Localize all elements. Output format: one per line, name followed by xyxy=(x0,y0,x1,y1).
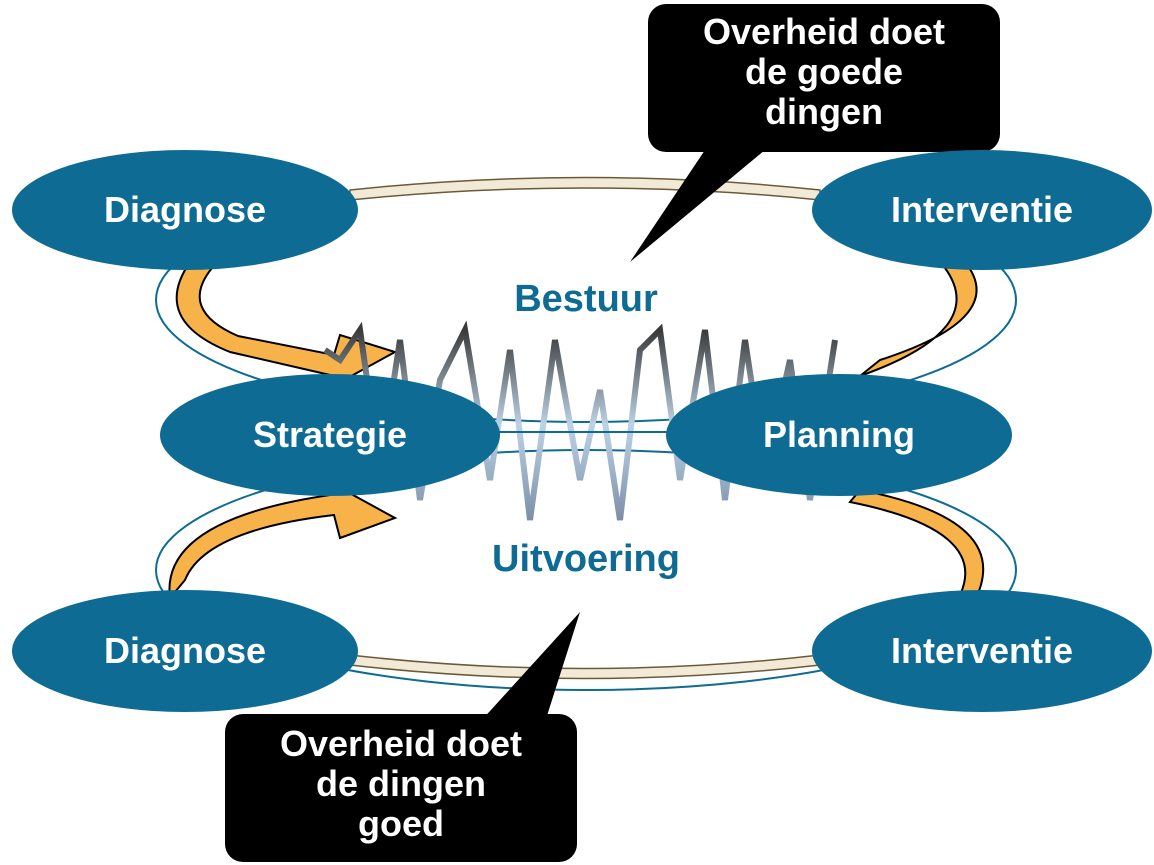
top-callout: Overheid doet de goede dingen xyxy=(648,4,1000,152)
bestuur-label: Bestuur xyxy=(514,278,658,320)
bottom-callout-line-1: Overheid doet xyxy=(279,723,523,764)
top-callout-line-1: Overheid doet xyxy=(702,11,946,52)
upper-right-arc xyxy=(859,260,978,377)
upper-top-band xyxy=(349,176,821,201)
lower-diagnose-node: Diagnose xyxy=(12,590,358,712)
uitvoering-label: Uitvoering xyxy=(492,538,680,580)
lower-left-arrow xyxy=(168,475,398,601)
bottom-callout-line-3: goed xyxy=(358,803,444,844)
strategie-node: Strategie xyxy=(160,374,500,496)
top-callout-line-3: dingen xyxy=(765,91,883,132)
bottom-callout-tail xyxy=(480,612,580,722)
top-callout-tail xyxy=(630,150,765,262)
lower-interventie-node: Interventie xyxy=(812,590,1152,712)
signal-wave-line xyxy=(323,320,838,521)
lower-bottom-band xyxy=(349,654,821,680)
bottom-callout: Overheid doet de dingen goed xyxy=(225,714,577,862)
upper-diagnose-node: Diagnose xyxy=(12,150,358,270)
upper-interventie-node: Interventie xyxy=(812,150,1152,270)
signal-wave xyxy=(323,320,838,521)
lower-cycle xyxy=(155,449,1017,691)
top-callout-line-2: de goede xyxy=(744,51,904,92)
lower-right-arc xyxy=(848,488,985,602)
planning-node: Planning xyxy=(666,374,1012,496)
bottom-callout-line-2: de dingen xyxy=(316,763,486,804)
